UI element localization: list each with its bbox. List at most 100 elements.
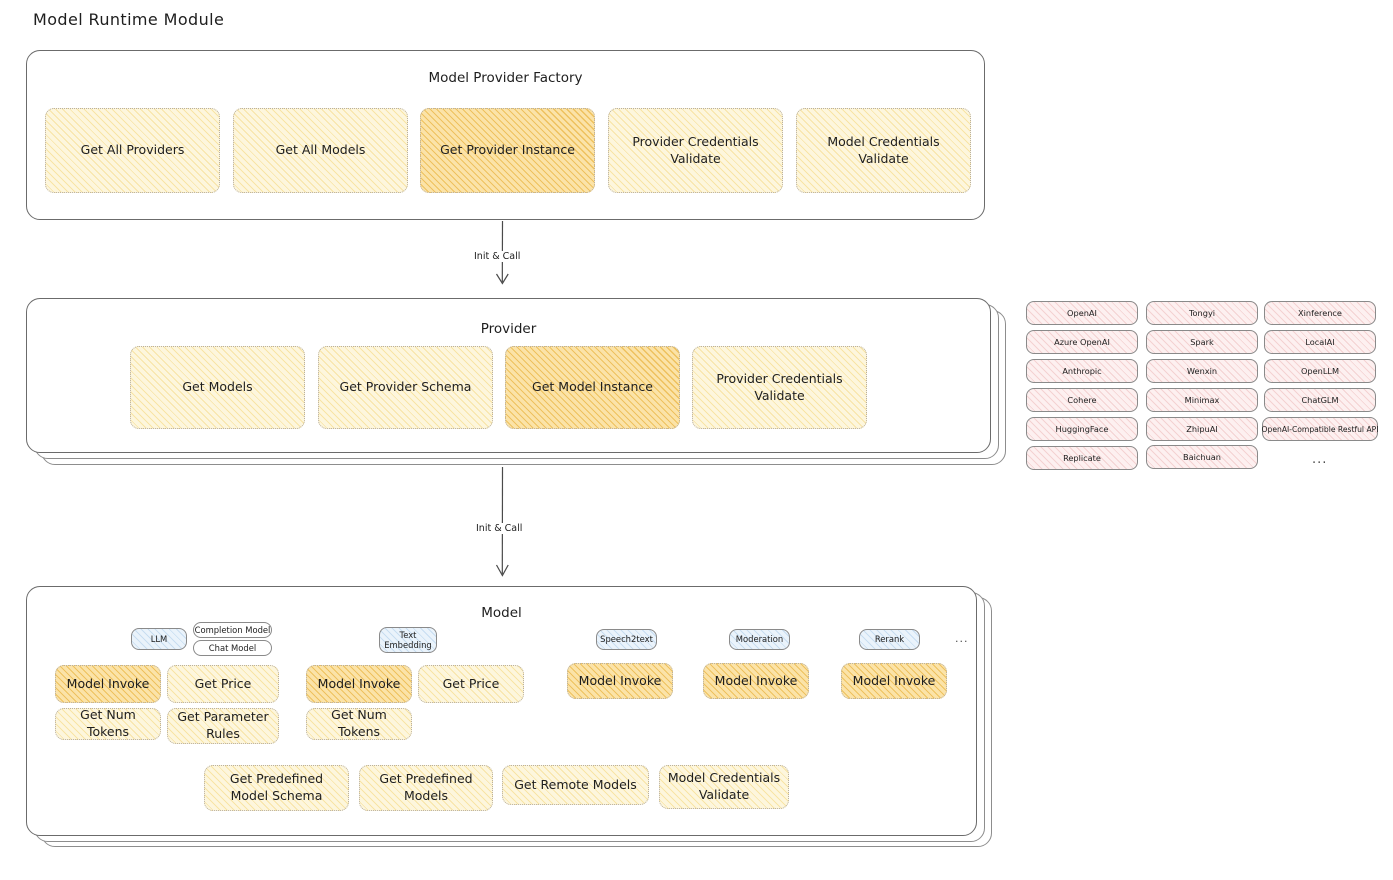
factory-box-label: Get All Models xyxy=(275,142,366,158)
provider-chip-replicate[interactable]: Replicate xyxy=(1026,446,1138,470)
provider-chip-openai[interactable]: OpenAI xyxy=(1026,301,1138,325)
llm-box-get-parameter-rules[interactable]: Get Parameter Rules xyxy=(167,708,279,744)
model-shared-box-model-credentials-validate[interactable]: Model Credentials Validate xyxy=(659,765,789,809)
model-shared-box-label: Model Credentials Validate xyxy=(667,770,781,802)
provider-box-label: Get Provider Schema xyxy=(339,379,472,395)
factory-heading: Model Provider Factory xyxy=(428,70,583,86)
text-embedding-box-get-price[interactable]: Get Price xyxy=(418,665,524,703)
model-type-chip-llm[interactable]: LLM xyxy=(131,628,187,650)
panel-model-provider-factory[interactable]: Model Provider Factory Get All Providers… xyxy=(26,50,985,220)
panel-provider[interactable]: Provider Get Models Get Provider Schema … xyxy=(26,298,991,453)
llm-box-get-num-tokens[interactable]: Get Num Tokens xyxy=(55,707,161,740)
llm-box-label: Get Num Tokens xyxy=(80,707,136,739)
provider-chip-azure-openai[interactable]: Azure OpenAI xyxy=(1026,330,1138,354)
provider-chip-label: OpenAI-Compatible Restful API xyxy=(1261,424,1379,434)
provider-list-ellipsis: ... xyxy=(1312,452,1328,467)
provider-chip-label: ZhipuAI xyxy=(1186,424,1218,434)
factory-box-get-all-models[interactable]: Get All Models xyxy=(233,108,408,193)
model-shared-box-get-predefined-models[interactable]: Get Predefined Models xyxy=(359,765,493,811)
provider-chip-label: Tongyi xyxy=(1188,308,1216,318)
provider-chip-label: Spark xyxy=(1190,337,1214,347)
model-type-chip-label: Moderation xyxy=(735,634,784,645)
text-embedding-box-label: Model Invoke xyxy=(317,675,401,691)
provider-chip-label: Anthropic xyxy=(1062,366,1102,376)
model-type-chip-moderation[interactable]: Moderation xyxy=(729,629,790,650)
llm-box-label: Get Price xyxy=(194,675,252,691)
model-shared-box-get-remote-models[interactable]: Get Remote Models xyxy=(502,765,649,805)
model-subchip-completion-model[interactable]: Completion Model xyxy=(193,622,272,638)
page-title: Model Runtime Module xyxy=(33,10,225,29)
model-type-chip-speech2text[interactable]: Speech2text xyxy=(596,629,657,650)
speech2text-box-label: Model Invoke xyxy=(578,672,662,688)
model-type-chip-text-embedding[interactable]: Text Embedding xyxy=(379,627,437,653)
provider-box-label: Get Model Instance xyxy=(532,379,653,395)
provider-chip-label: Baichuan xyxy=(1183,452,1221,462)
provider-chip-huggingface[interactable]: HuggingFace xyxy=(1026,417,1138,441)
model-shared-box-label: Get Remote Models xyxy=(514,776,637,792)
provider-chip-label: Cohere xyxy=(1067,395,1097,405)
provider-heading: Provider xyxy=(480,321,537,337)
provider-chip-label: LocalAI xyxy=(1305,337,1335,347)
model-heading: Model xyxy=(481,605,522,621)
factory-box-get-all-providers[interactable]: Get All Providers xyxy=(45,108,220,193)
factory-box-label: Provider Credentials Validate xyxy=(632,133,759,166)
provider-chip-minimax[interactable]: Minimax xyxy=(1146,388,1258,412)
provider-chip-label: Azure OpenAI xyxy=(1054,337,1110,347)
model-subchip-chat-model[interactable]: Chat Model xyxy=(193,640,272,656)
rerank-box-model-invoke[interactable]: Model Invoke xyxy=(841,663,947,699)
text-embedding-box-label: Get Num Tokens xyxy=(331,707,387,739)
factory-box-label: Get All Providers xyxy=(80,142,185,158)
factory-box-get-provider-instance[interactable]: Get Provider Instance xyxy=(420,108,595,193)
provider-chip-cohere[interactable]: Cohere xyxy=(1026,388,1138,412)
panel-model[interactable]: Model LLM Completion Model Chat Model Mo… xyxy=(26,586,977,836)
model-type-chip-label: LLM xyxy=(150,633,168,644)
moderation-box-model-invoke[interactable]: Model Invoke xyxy=(703,663,809,699)
provider-box-label: Get Models xyxy=(182,379,253,395)
factory-box-label: Model Credentials Validate xyxy=(827,133,940,166)
text-embedding-box-model-invoke[interactable]: Model Invoke xyxy=(306,665,412,703)
provider-chip-xinference[interactable]: Xinference xyxy=(1264,301,1376,325)
factory-box-label: Get Provider Instance xyxy=(440,142,575,158)
provider-chip-wenxin[interactable]: Wenxin xyxy=(1146,359,1258,383)
provider-box-get-models[interactable]: Get Models xyxy=(130,346,305,429)
model-type-chip-label: Rerank xyxy=(874,634,905,645)
llm-box-label: Model Invoke xyxy=(66,675,150,691)
factory-box-provider-credentials-validate[interactable]: Provider Credentials Validate xyxy=(608,108,783,193)
model-subchip-label: Completion Model xyxy=(194,624,271,635)
text-embedding-box-get-num-tokens[interactable]: Get Num Tokens xyxy=(306,707,412,740)
provider-chip-spark[interactable]: Spark xyxy=(1146,330,1258,354)
factory-box-model-credentials-validate[interactable]: Model Credentials Validate xyxy=(796,108,971,193)
provider-chip-localai[interactable]: LocalAI xyxy=(1264,330,1376,354)
llm-box-get-price[interactable]: Get Price xyxy=(167,665,279,703)
connector-provider-to-model xyxy=(480,466,525,584)
provider-chip-openai-compatible-restful-api[interactable]: OpenAI-Compatible Restful API xyxy=(1262,417,1378,441)
provider-chip-label: Minimax xyxy=(1184,395,1220,405)
model-groups-ellipsis: ... xyxy=(955,632,969,645)
provider-chip-tongyi[interactable]: Tongyi xyxy=(1146,301,1258,325)
provider-chip-openllm[interactable]: OpenLLM xyxy=(1264,359,1376,383)
moderation-box-label: Model Invoke xyxy=(714,672,798,688)
provider-chip-label: ChatGLM xyxy=(1301,395,1339,405)
provider-chip-label: HuggingFace xyxy=(1055,424,1109,434)
provider-box-get-provider-schema[interactable]: Get Provider Schema xyxy=(318,346,493,429)
model-shared-box-get-predefined-model-schema[interactable]: Get Predefined Model Schema xyxy=(204,765,349,811)
speech2text-box-model-invoke[interactable]: Model Invoke xyxy=(567,663,673,699)
provider-chip-label: Xinference xyxy=(1298,308,1342,318)
provider-chip-anthropic[interactable]: Anthropic xyxy=(1026,359,1138,383)
connector-label-init-call-1: Init & Call xyxy=(470,251,525,262)
provider-chip-zhipuai[interactable]: ZhipuAI xyxy=(1146,417,1258,441)
llm-box-label: Get Parameter Rules xyxy=(177,709,269,741)
arrow-down-icon xyxy=(495,466,509,577)
provider-chip-chatglm[interactable]: ChatGLM xyxy=(1264,388,1376,412)
llm-box-model-invoke[interactable]: Model Invoke xyxy=(55,665,161,703)
text-embedding-box-label: Get Price xyxy=(442,675,500,691)
model-type-chip-label: Speech2text xyxy=(600,634,653,645)
model-shared-box-label: Get Predefined Model Schema xyxy=(229,771,324,803)
provider-chip-label: OpenAI xyxy=(1067,308,1097,318)
provider-chip-baichuan[interactable]: Baichuan xyxy=(1146,445,1258,469)
provider-box-get-model-instance[interactable]: Get Model Instance xyxy=(505,346,680,429)
connector-label-init-call-2: Init & Call xyxy=(472,523,527,534)
model-type-chip-rerank[interactable]: Rerank xyxy=(859,629,920,650)
provider-box-provider-credentials-validate[interactable]: Provider Credentials Validate xyxy=(692,346,867,429)
model-subchip-label: Chat Model xyxy=(208,642,257,653)
